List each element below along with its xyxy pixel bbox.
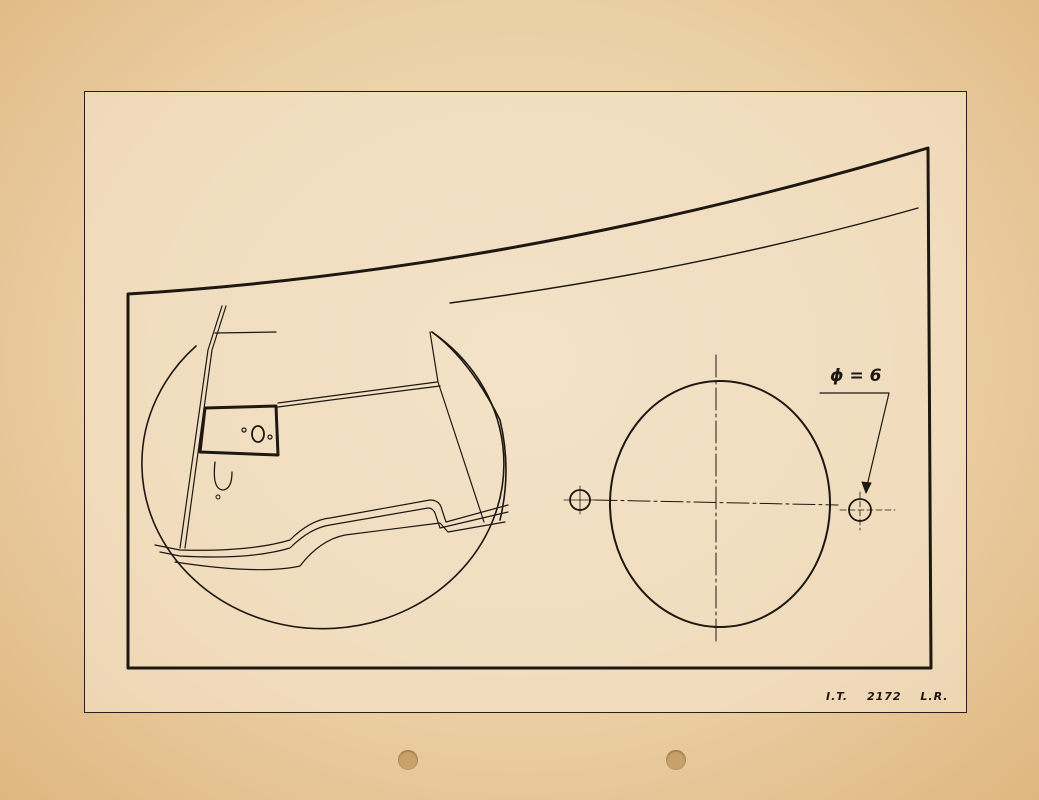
dimension-leader: [819, 392, 890, 491]
punch-hole-right: [666, 750, 686, 770]
reference-number: 2172: [866, 690, 902, 703]
drawing-frame: [84, 91, 967, 713]
reference-suffix: L.R.: [920, 690, 949, 703]
hook-mark: [213, 461, 233, 491]
hole-mark: [251, 425, 265, 443]
panel-inner-curve: [449, 207, 919, 304]
highlight-box: [198, 404, 280, 457]
panel-outline: [126, 146, 933, 670]
punch-hole-left: [398, 750, 418, 770]
reference-prefix: I.T.: [826, 690, 849, 703]
drawing-reference: I.T. 2172 L.R.: [826, 690, 962, 703]
diameter-dimension-label: ϕ = 6: [830, 366, 882, 386]
detail-circle: [141, 305, 509, 630]
centerline-horizontal: [594, 499, 839, 506]
large-circle: [609, 380, 831, 628]
